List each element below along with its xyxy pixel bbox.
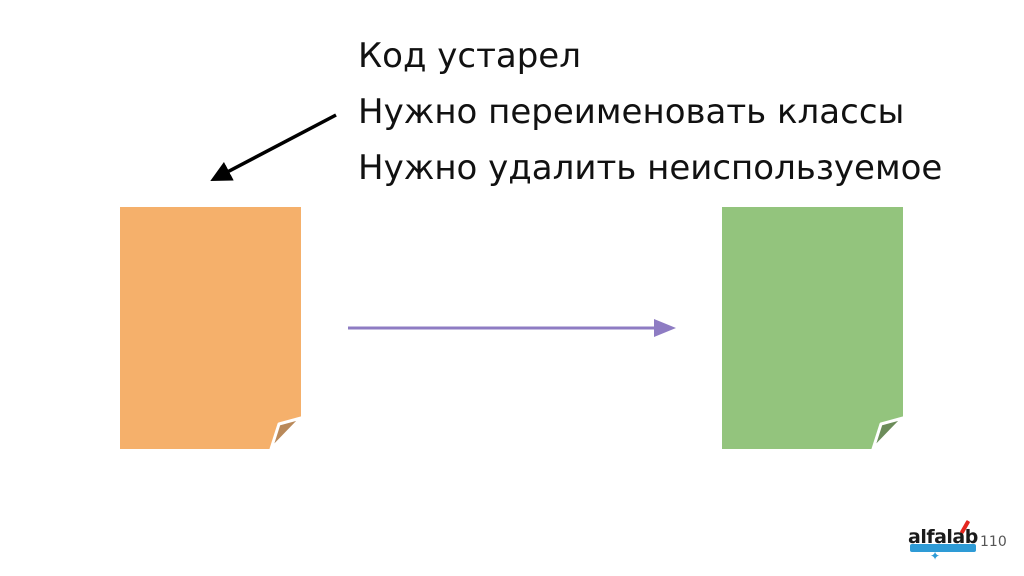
note-code-outdated: Код устарел — [358, 36, 581, 76]
note-rename-classes: Нужно переименовать классы — [358, 92, 905, 132]
page-number: 110 — [980, 534, 1007, 550]
logo-underline — [910, 544, 976, 552]
logo-text: alfalab — [908, 526, 978, 548]
notes-list: Код устарел Нужно переименовать классы Н… — [358, 28, 942, 196]
new-document-icon — [722, 207, 905, 451]
pointer-arrow — [210, 113, 337, 181]
alfalab-logo: alfalab ✦ — [908, 519, 978, 563]
note-remove-unused: Нужно удалить неиспользуемое — [358, 148, 943, 188]
old-document-icon — [120, 207, 303, 451]
transform-arrow — [348, 319, 676, 337]
logo-plus-icon: ✦ — [930, 549, 941, 563]
